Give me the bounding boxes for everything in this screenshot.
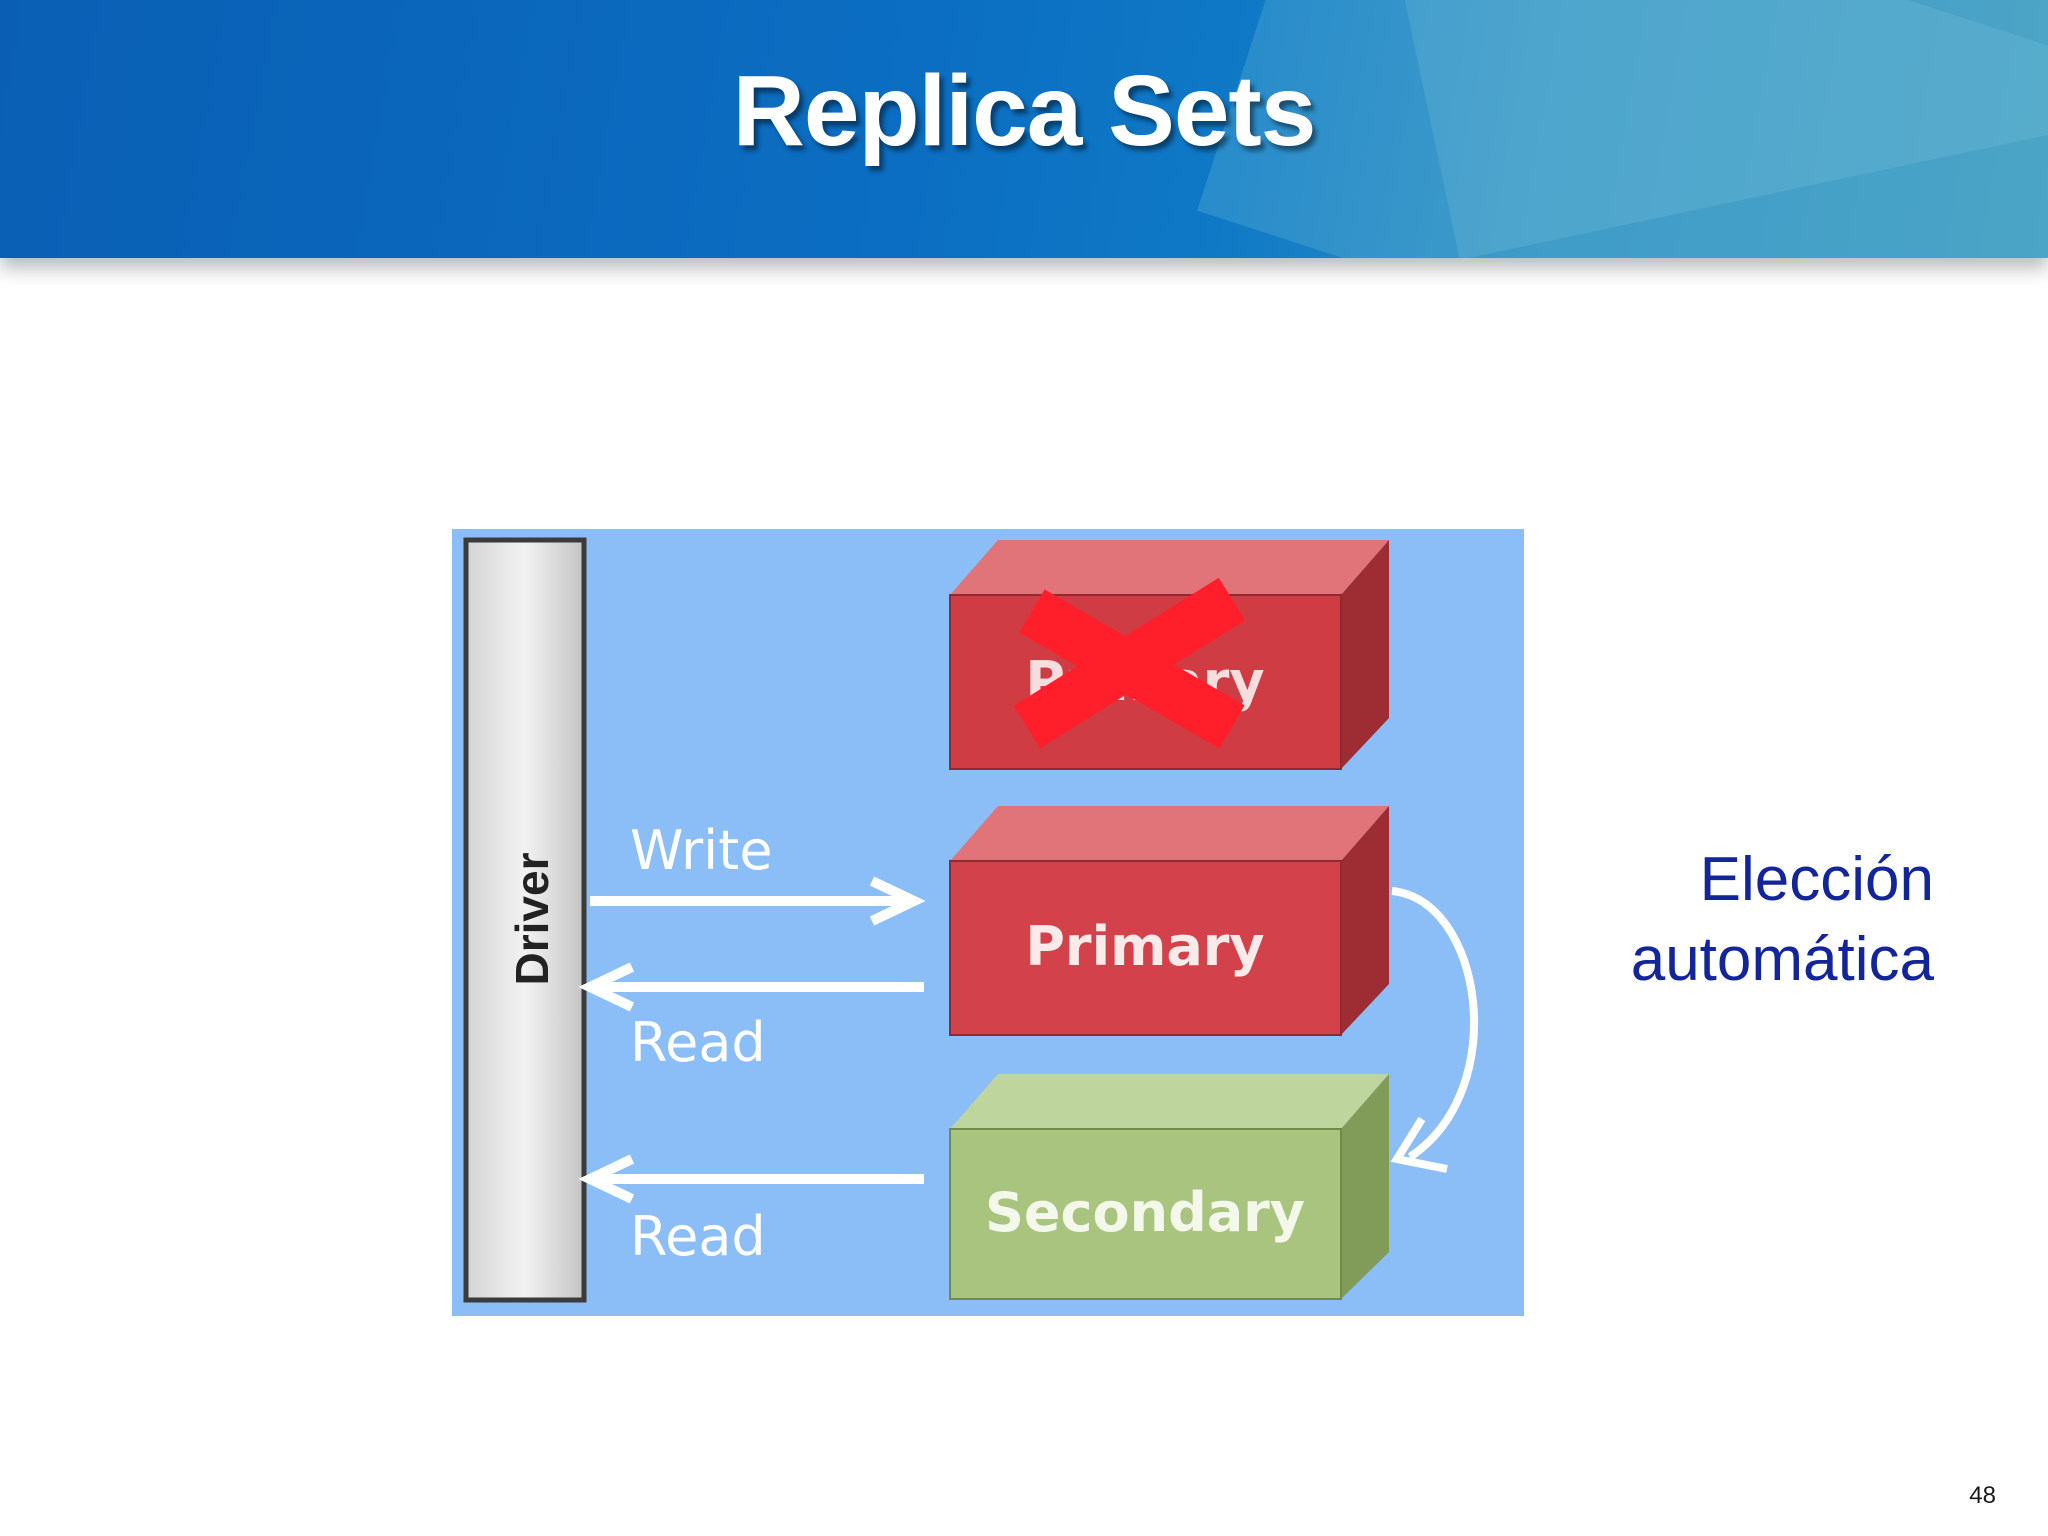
slide-title: Replica Sets [732, 55, 1317, 167]
replication-arrow [1390, 887, 1479, 1173]
annotation-text: Elección automática [1631, 840, 1934, 1000]
failure-x-mark [1013, 577, 1246, 749]
annotation-line-1: Elección [1699, 845, 1934, 914]
write-arrow: Write [590, 819, 926, 926]
replica-set-diagram: Driver Primary Primary Secondary Write R… [452, 529, 1524, 1316]
slide-header: Replica Sets [0, 0, 2048, 258]
primary-label: Primary [1025, 915, 1264, 978]
read-label-secondary: Read [630, 1205, 766, 1268]
write-label: Write [630, 819, 773, 882]
driver-bar: Driver [463, 537, 587, 1303]
read-arrow-secondary: Read [578, 1154, 924, 1268]
read-arrow-primary: Read [578, 962, 924, 1074]
failed-primary-node: Primary [949, 540, 1389, 770]
secondary-label: Secondary [985, 1181, 1305, 1244]
page-number: 48 [1969, 1482, 1996, 1509]
driver-label: Driver [506, 852, 558, 985]
annotation-line-2: automática [1630, 925, 1934, 994]
secondary-node: Secondary [949, 1074, 1389, 1300]
read-label-primary: Read [630, 1011, 766, 1074]
primary-node: Primary [949, 806, 1389, 1036]
